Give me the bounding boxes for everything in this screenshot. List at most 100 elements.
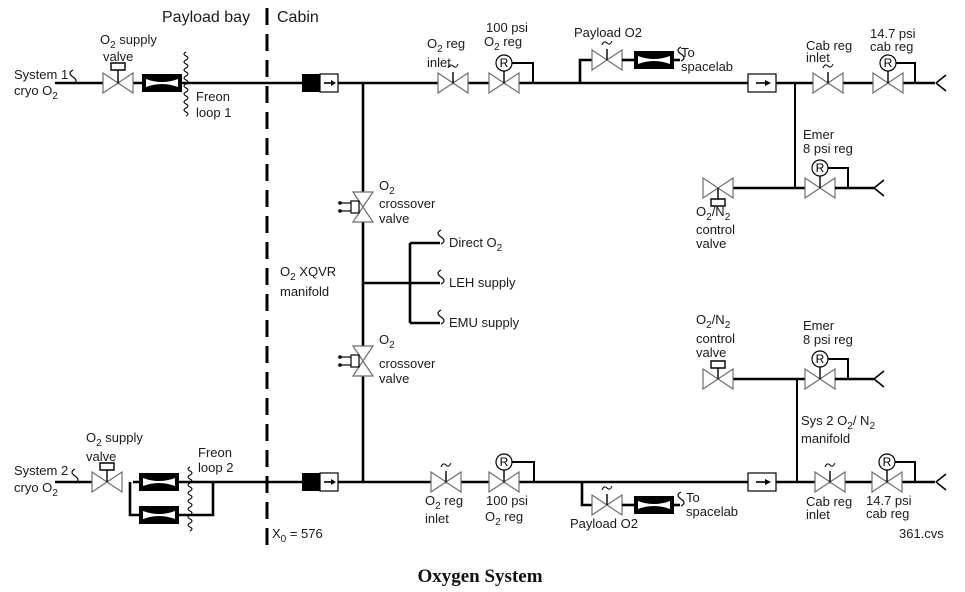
file-reference-label: 361.cvs — [899, 526, 944, 541]
system2-supply-valve-label-2: valve — [86, 449, 116, 464]
svg-text:R: R — [816, 161, 825, 175]
system2-manifold-label: Sys 2 O2/ N2 — [801, 413, 875, 432]
system2-emer-reg-label: Emer — [803, 318, 835, 333]
system2-reg-inlet-valve-icon[interactable] — [430, 462, 462, 493]
system1-emer-regulator-icon[interactable]: R — [804, 159, 849, 199]
system1-control-valve-label-3: valve — [696, 236, 726, 251]
system1-cab-reg-label: 14.7 psi — [870, 26, 916, 41]
system2-to-spacelab-label-2: spacelab — [686, 504, 738, 519]
system1-100psi-reg-label: 100 psi — [486, 20, 528, 35]
freon-loop-1-label-2: loop 1 — [196, 105, 231, 120]
crossover-valve-upper-icon[interactable] — [338, 191, 374, 223]
system2-cab-reg-inlet-label-2: inlet — [806, 507, 830, 522]
system1-emer-outlet-icon — [873, 179, 885, 197]
zone-cabin-label: Cabin — [277, 9, 319, 26]
system2-cab-reg-inlet-label: Cab reg — [806, 494, 852, 509]
system1-emer-reg-label-2: 8 psi reg — [803, 141, 853, 156]
svg-text:R: R — [500, 56, 509, 70]
system1-100psi-reg-label-2: O2 reg — [484, 34, 522, 53]
system2-100psi-reg-label: 100 psi — [486, 493, 528, 508]
bulkhead-station-label: X0 = 576 — [272, 526, 323, 545]
freon-loop-1-coil-icon — [183, 51, 189, 117]
system1-cab-reg-inlet-label-2: inlet — [806, 50, 830, 65]
system1-cabin-check-valve-icon — [747, 73, 777, 93]
system1-emer-reg-label: Emer — [803, 127, 835, 142]
freon-loop-1-label: Freon — [196, 89, 230, 104]
freon-loop-2-label: Freon — [198, 445, 232, 460]
system1-control-valve-icon[interactable] — [702, 177, 734, 207]
crossover-valve-lower-label-3: valve — [379, 371, 409, 386]
system1-source-label: System 1 — [14, 67, 68, 82]
crossover-valve-upper-label-3: valve — [379, 211, 409, 226]
system1-cab-regulator-icon[interactable]: R — [872, 54, 916, 94]
svg-text:R: R — [884, 56, 893, 70]
system1-reg-inlet-label: O2 reg — [427, 36, 465, 55]
system2-100psi-regulator-icon[interactable]: R — [488, 453, 535, 493]
system1-cab-reg-inlet-label: Cab reg — [806, 38, 852, 53]
crossover-outlet-manifold — [363, 241, 440, 325]
system2-source-label: System 2 — [14, 463, 68, 478]
system1-reg-inlet-label-2: inlet — [427, 55, 451, 70]
svg-text:R: R — [500, 455, 509, 469]
system2-supply-valve-label: O2 supply — [86, 430, 143, 449]
system2-control-valve-label: O2/N2 — [696, 312, 731, 331]
system-2-line — [55, 480, 935, 517]
system2-control-valve-icon[interactable] — [702, 360, 734, 390]
system1-100psi-regulator-icon[interactable]: R — [488, 54, 534, 94]
system2-filter-a-icon — [139, 473, 179, 491]
system2-cab-regulator-icon[interactable]: R — [871, 453, 916, 493]
system1-check-valve-icon — [301, 73, 339, 93]
system1-cab-reg-inlet-valve-icon[interactable] — [812, 63, 844, 94]
zone-payload-bay-label: Payload bay — [162, 9, 250, 26]
system2-cab-reg-label-2: cab reg — [866, 506, 909, 521]
system2-source-label-2: cryo O2 — [14, 480, 58, 499]
system2-manifold-label-2: manifold — [801, 431, 850, 446]
system1-cabin-outlet-icon — [935, 74, 947, 92]
diagram-title: Oxygen System — [417, 566, 542, 587]
system2-payload-filter-icon — [634, 496, 674, 514]
freon-loop-2-coil-icon — [187, 466, 193, 532]
system2-cabin-check-valve-icon — [747, 472, 777, 492]
system1-source-label-2: cryo O2 — [14, 83, 58, 102]
crossover-valve-lower-label-2: crossover — [379, 356, 436, 371]
system2-payload-branch — [580, 482, 592, 507]
system1-control-valve-label-2: control — [696, 222, 735, 237]
system2-reg-inlet-label: O2 reg — [425, 493, 463, 512]
system1-supply-valve-label-2: valve — [103, 49, 133, 64]
system2-check-valve-icon — [301, 472, 339, 492]
system2-100psi-reg-label-2: O2 reg — [485, 509, 523, 528]
system2-supply-valve-icon[interactable] — [91, 462, 123, 493]
crossover-valve-lower-icon[interactable] — [338, 345, 374, 377]
outlet-emu-supply-label: EMU supply — [449, 315, 520, 330]
system2-emer-outlet-icon — [873, 370, 885, 388]
system2-cabin-outlet-icon — [935, 473, 947, 491]
crossover-manifold-label-2: manifold — [280, 284, 329, 299]
system1-to-spacelab-label: To — [681, 45, 695, 60]
svg-text:R: R — [883, 455, 892, 469]
freon-loop-2-label-2: loop 2 — [198, 460, 233, 475]
system1-supply-valve-icon[interactable] — [102, 62, 134, 94]
system1-cab-reg-label-2: cab reg — [870, 39, 913, 54]
outlet-direct-o2-label: Direct O2 — [449, 235, 503, 254]
system2-reg-inlet-label-2: inlet — [425, 511, 449, 526]
system2-cab-reg-inlet-valve-icon[interactable] — [814, 462, 846, 493]
crossover-valve-lower-label: O2 — [379, 332, 395, 351]
system1-control-valve-label: O2/N2 — [696, 204, 731, 223]
system1-payload-label: Payload O2 — [574, 25, 642, 40]
system2-control-valve-label-2: control — [696, 331, 735, 346]
outlet-leh-supply-label: LEH supply — [449, 275, 516, 290]
system2-payload-label: Payload O2 — [570, 516, 638, 531]
system2-emer-regulator-icon[interactable]: R — [804, 350, 849, 390]
system2-control-valve-label-3: valve — [696, 345, 726, 360]
crossover-valve-upper-label-2: crossover — [379, 196, 436, 211]
system2-filter-b-icon — [139, 506, 179, 524]
system1-payload-valve-icon[interactable] — [591, 40, 623, 71]
system1-payload-branch — [578, 58, 592, 83]
system2-to-spacelab-label: To — [686, 490, 700, 505]
crossover-manifold-label: O2 XQVR — [280, 264, 336, 283]
system1-reg-inlet-valve-icon[interactable] — [437, 63, 469, 94]
svg-text:R: R — [816, 352, 825, 366]
system2-payload-valve-icon[interactable] — [591, 485, 623, 516]
system1-payload-filter-icon — [634, 51, 674, 69]
